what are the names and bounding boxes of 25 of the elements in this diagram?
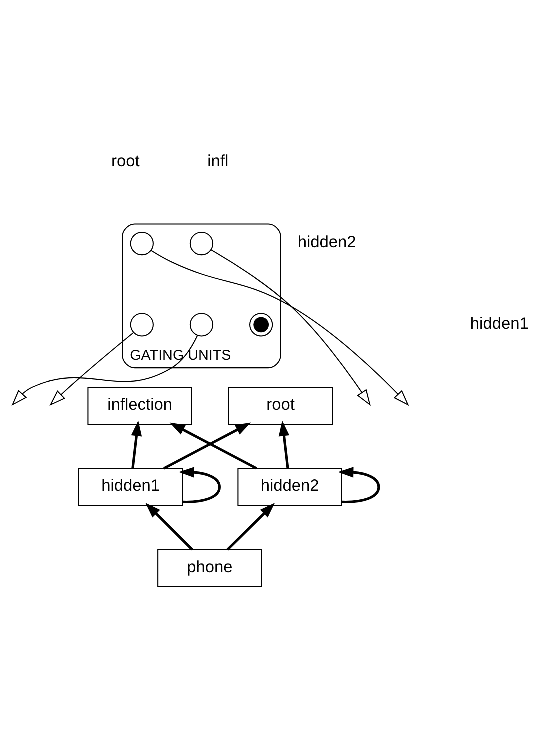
label: hidden1 (470, 314, 529, 332)
arrow (151, 250, 410, 406)
arrow (12, 335, 198, 406)
arrow (50, 332, 134, 406)
node-picture (250, 312, 274, 336)
node-circle (190, 312, 214, 336)
node-box: inflection (88, 386, 192, 425)
node-circle (130, 231, 154, 256)
arrow (278, 420, 290, 468)
arrow (226, 502, 276, 550)
arrow (146, 502, 194, 550)
node-box: phone (158, 548, 262, 587)
arrow (178, 466, 221, 504)
label: infl (208, 152, 229, 170)
node-circle (130, 312, 154, 336)
cluster: GATING UNITS (122, 223, 282, 368)
node-box: root (228, 386, 334, 425)
arrow (211, 249, 371, 406)
node-box: hidden2 (238, 468, 342, 506)
arrow (131, 420, 142, 468)
label: hidden2 (298, 233, 356, 252)
arrow (338, 466, 380, 504)
node-box: hidden1 (78, 468, 184, 506)
label: root (112, 152, 140, 170)
node-circle (190, 231, 214, 256)
